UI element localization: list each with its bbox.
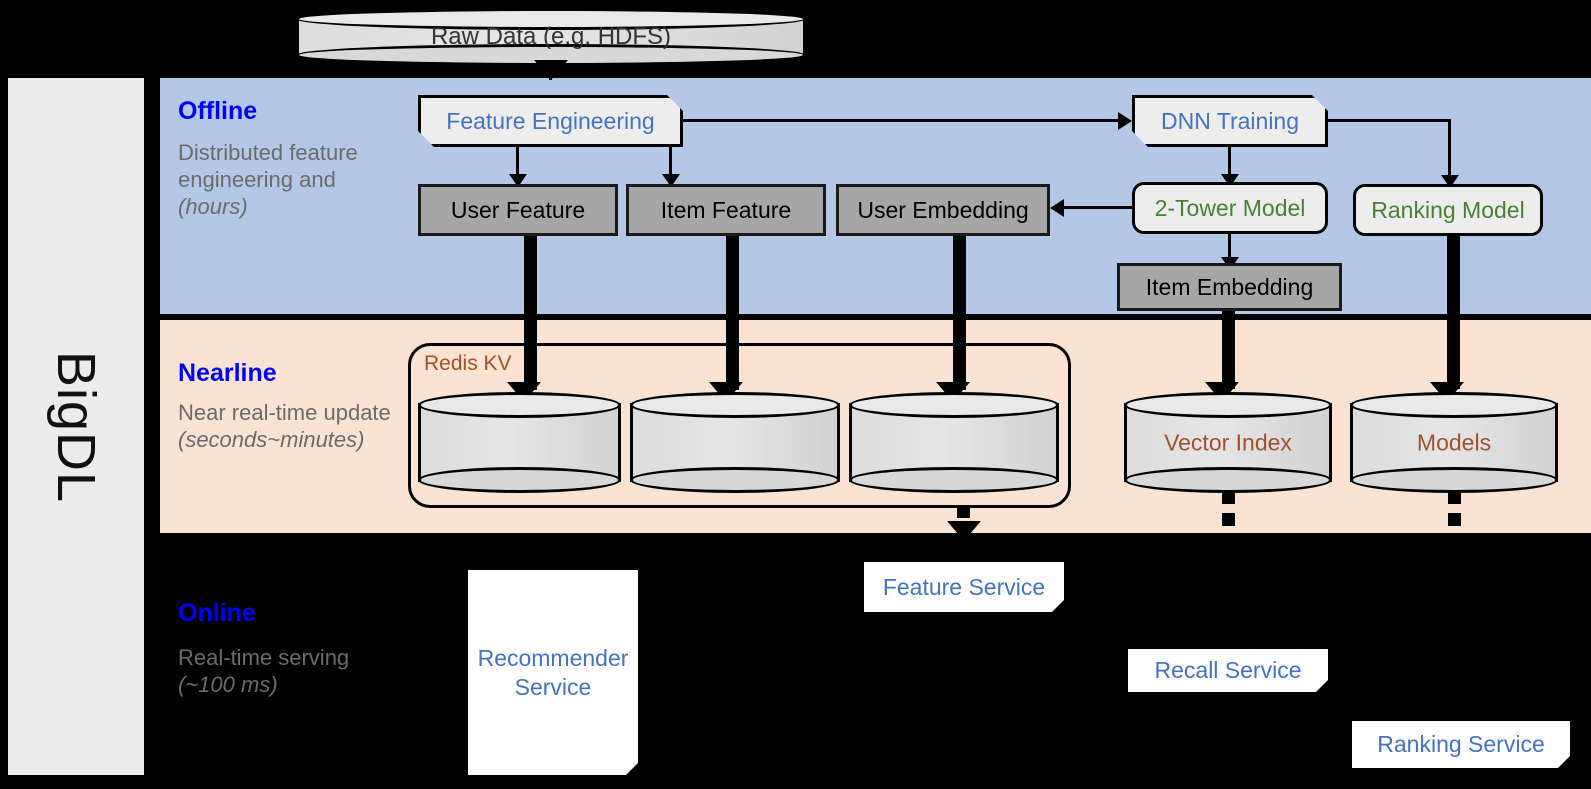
pipe-itemfeature-redis [726, 236, 739, 390]
pipe-itememb-vectorindex [1222, 311, 1235, 389]
node-2-tower-model[interactable]: 2-Tower Model [1132, 182, 1328, 234]
cylinder-bottom [630, 467, 840, 493]
edge-twotower-userembedding [1064, 206, 1134, 209]
online-subtitle: Real-time serving (~100 ms) [178, 645, 393, 699]
node-feature-service[interactable]: Feature Service [864, 562, 1064, 612]
arrowhead-fe-userfeature [509, 174, 527, 187]
redis-kv-group [408, 343, 1071, 508]
bigdl-rail: BigDL [8, 78, 144, 775]
node-user-feature[interactable]: User Feature [418, 184, 618, 236]
arrowhead-redis-featureservice [947, 521, 981, 541]
dnn-training-label: DNN Training [1160, 107, 1300, 134]
cylinder-models[interactable]: Models [1350, 392, 1558, 493]
raw-data-cylinder: Raw Data (e.g. HDFS) [296, 8, 806, 66]
online-subtitle-em: (~100 ms) [178, 671, 278, 697]
redis-kv-label: Redis KV [424, 352, 512, 375]
cylinder-bottom [849, 467, 1059, 493]
cylinder-top [630, 392, 840, 418]
edge-dnn-twotower [1228, 147, 1231, 179]
ranking-model-label: Ranking Model [1371, 196, 1525, 223]
node-item-feature[interactable]: Item Feature [626, 184, 826, 236]
user-feature-label: User Feature [450, 196, 586, 223]
pipe-models-ranking-seg2 [1448, 513, 1461, 526]
redis-cylinder-item-feature[interactable] [630, 392, 840, 493]
online-title: Online [178, 599, 256, 627]
nearline-subtitle: Near real-time update (seconds~minutes) [178, 400, 408, 454]
feature-engineering-label: Feature Engineering [446, 107, 655, 134]
cylinder-top [418, 392, 621, 418]
edge-dnn-ranking-h [1328, 119, 1451, 122]
online-subtitle-text: Real-time serving [178, 645, 350, 670]
cylinder-bottom [1124, 467, 1332, 493]
models-label: Models [1416, 429, 1492, 455]
nearline-subtitle-em: (seconds~minutes) [178, 426, 365, 452]
node-dnn-training[interactable]: DNN Training [1132, 95, 1328, 147]
redis-cylinder-user-feature[interactable] [418, 392, 621, 493]
arrowhead-rawdata-fe [534, 60, 568, 80]
ranking-service-label: Ranking Service [1377, 731, 1545, 758]
item-feature-label: Item Feature [660, 196, 792, 223]
cylinder-bottom [1350, 467, 1558, 493]
node-recommender-service[interactable]: Recommender Service [468, 570, 638, 775]
arrowhead-twotower-userembedding [1050, 199, 1064, 217]
recommender-service-label-line2: Service [514, 673, 592, 700]
node-recall-service[interactable]: Recall Service [1128, 649, 1328, 692]
cylinder-bottom [418, 467, 621, 493]
pipe-redis-featureservice-seg [957, 505, 970, 518]
cylinder-vector-index[interactable]: Vector Index [1124, 392, 1332, 493]
cylinder-top [296, 8, 806, 30]
offline-subtitle-text: Distributed feature engineering and [178, 140, 358, 192]
node-ranking-model[interactable]: Ranking Model [1353, 184, 1543, 236]
edge-fe-userfeature [516, 147, 519, 179]
pipe-userembedding-redis [953, 236, 966, 390]
pipe-vectorindex-recall-seg1 [1222, 491, 1235, 504]
pipe-userfeature-redis [524, 236, 537, 390]
pipe-vectorindex-recall-seg2 [1222, 513, 1235, 526]
recall-service-label: Recall Service [1154, 657, 1302, 684]
pipe-models-ranking-seg1 [1448, 491, 1461, 504]
arrowhead-fe-dnn [1118, 112, 1132, 130]
node-ranking-service[interactable]: Ranking Service [1352, 721, 1570, 768]
vector-index-label: Vector Index [1164, 429, 1292, 455]
cylinder-top [1124, 392, 1332, 418]
user-embedding-label: User Embedding [857, 196, 1029, 223]
cylinder-top [1350, 392, 1558, 418]
edge-dnn-ranking-v [1448, 119, 1451, 177]
offline-subtitle-em: (hours) [178, 193, 248, 219]
offline-subtitle: Distributed feature engineering and (hou… [178, 140, 393, 220]
two-tower-model-label: 2-Tower Model [1154, 194, 1306, 221]
edge-fe-dnn [683, 119, 1118, 122]
recommender-service-label-line1: Recommender [477, 644, 629, 671]
cylinder-top [849, 392, 1059, 418]
item-embedding-label: Item Embedding [1145, 273, 1314, 300]
edge-twotower-itememb [1228, 234, 1231, 262]
nearline-subtitle-text: Near real-time update [178, 400, 391, 425]
pipe-rankingmodel-models [1447, 236, 1460, 389]
bigdl-label: BigDL [46, 350, 106, 503]
node-feature-engineering[interactable]: Feature Engineering [418, 95, 683, 147]
edge-fe-itemfeature [669, 147, 672, 179]
feature-service-label: Feature Service [882, 573, 1046, 600]
node-item-embedding[interactable]: Item Embedding [1117, 263, 1342, 311]
offline-title: Offline [178, 97, 258, 125]
nearline-title: Nearline [178, 359, 277, 387]
raw-data-label: Raw Data (e.g. HDFS) [430, 23, 672, 50]
arrowhead-fe-itemfeature [662, 174, 680, 187]
redis-cylinder-user-embedding[interactable] [849, 392, 1059, 493]
node-user-embedding[interactable]: User Embedding [836, 184, 1050, 236]
